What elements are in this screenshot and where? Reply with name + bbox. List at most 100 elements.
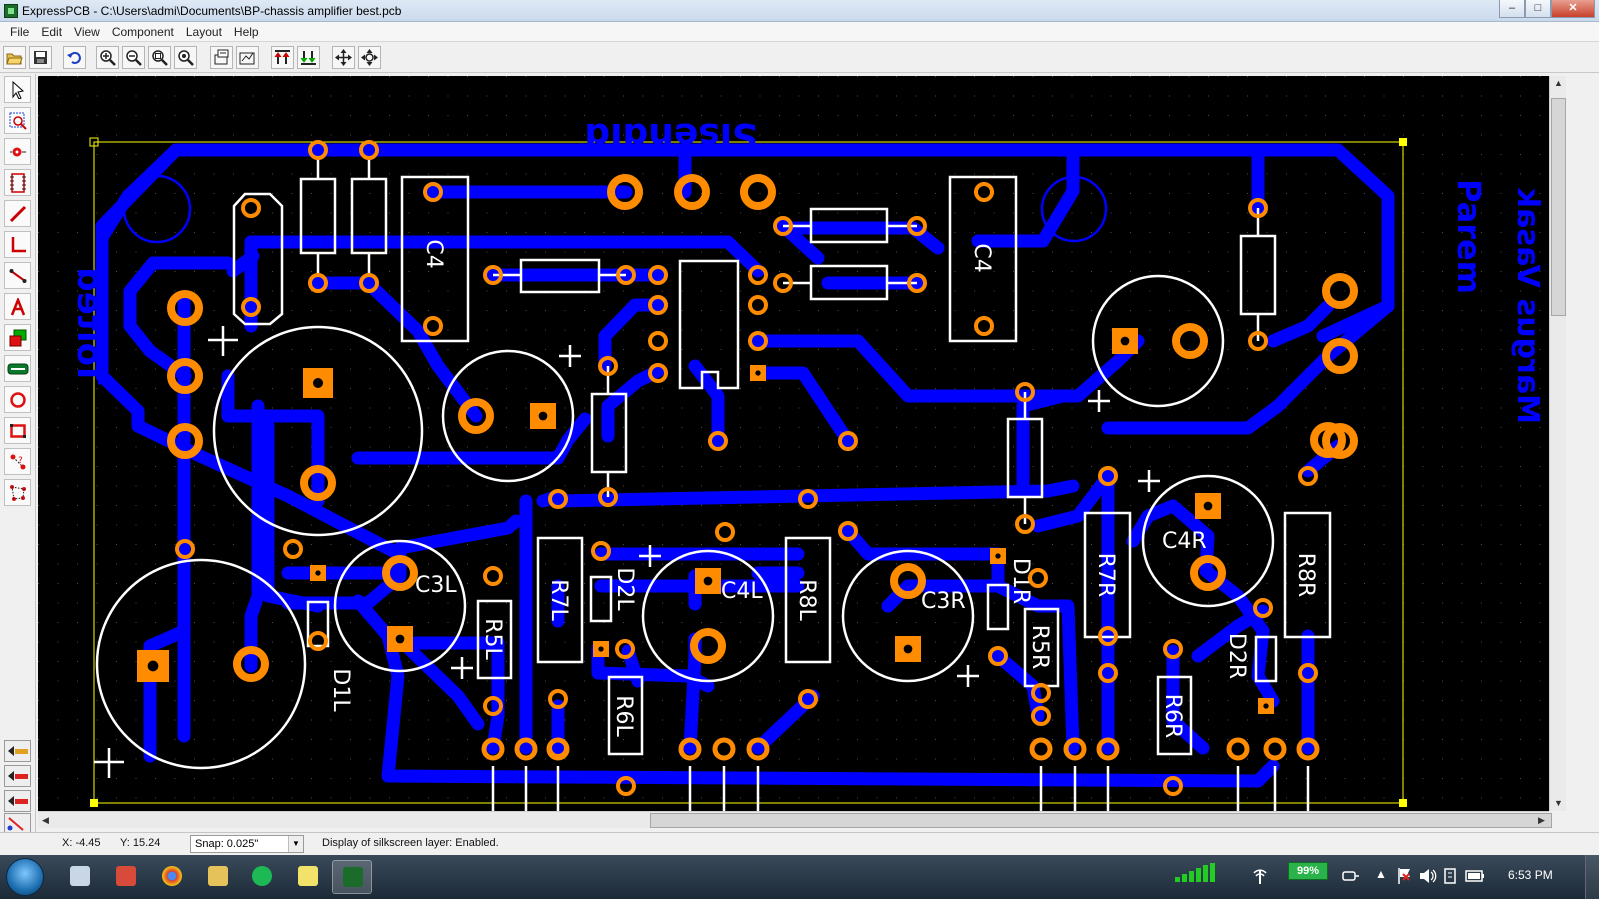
trace-tool[interactable] (4, 200, 31, 227)
pcb-board-drawing[interactable]: Sisendid Toited Parem Margus Vasak (38, 76, 1549, 811)
svg-text:?: ? (18, 456, 23, 466)
windows-taskbar: 99% ▲ 6:53 PM (0, 855, 1599, 899)
speaker-icon[interactable] (1418, 866, 1438, 886)
layer-bottom-copper-button[interactable] (4, 765, 31, 787)
rectangle-tool[interactable] (4, 417, 31, 444)
pad (988, 646, 1008, 666)
vertical-scrollbar[interactable]: ▲ ▼ (1549, 76, 1566, 811)
taskbar-app[interactable] (106, 860, 146, 894)
menu-file[interactable]: File (10, 24, 30, 39)
signal-strength-icon (1175, 863, 1215, 882)
start-button[interactable] (6, 858, 44, 896)
mirrored-label-sisendid: Sisendid (584, 115, 758, 156)
pad (359, 140, 379, 160)
pad (748, 331, 768, 351)
rectangle-fill-tool[interactable] (4, 355, 31, 382)
pad (1163, 776, 1183, 796)
taskbar-app[interactable] (288, 860, 328, 894)
chevron-down-icon[interactable]: ▼ (288, 836, 303, 852)
scroll-right-icon[interactable]: ▶ (1538, 815, 1545, 825)
minimize-button[interactable]: – (1499, 0, 1525, 18)
taskbar-app[interactable] (242, 860, 282, 894)
power-plug-icon[interactable] (1340, 866, 1360, 886)
label-c4r: C4R (1162, 529, 1207, 554)
zoom-out-button[interactable] (122, 46, 145, 69)
show-desktop-button[interactable] (1585, 855, 1599, 899)
capacitor-outline (333, 539, 467, 673)
menu-edit[interactable]: Edit (41, 24, 63, 39)
menu-layout[interactable]: Layout (185, 24, 222, 39)
save-icon (34, 51, 47, 64)
zoom-area-button[interactable] (148, 46, 171, 69)
taskbar-app-active[interactable] (332, 860, 372, 894)
maximize-button[interactable]: □ (1525, 0, 1551, 18)
menu-help[interactable]: Help (233, 24, 259, 39)
pcb-canvas[interactable]: Sisendid Toited Parem Margus Vasak (38, 76, 1549, 811)
device-icon[interactable] (1441, 866, 1461, 886)
pad-hole (598, 646, 604, 652)
save-button[interactable] (29, 46, 52, 69)
filled-area-tool[interactable] (4, 324, 31, 351)
connector-pad (481, 737, 505, 761)
horizontal-scrollbar[interactable]: ◀ ▶ (38, 811, 1552, 828)
scroll-up-icon[interactable]: ▲ (1554, 78, 1563, 88)
flag-icon[interactable] (1395, 866, 1415, 886)
zoom-select-tool[interactable] (4, 107, 31, 134)
pad-properties-button[interactable] (236, 46, 259, 69)
pad (241, 297, 261, 317)
move-button[interactable] (332, 46, 355, 69)
diode-outline (986, 583, 1010, 631)
chrome-icon (162, 866, 182, 886)
vertical-scroll-thumb[interactable] (1551, 98, 1566, 316)
angle-trace-tool[interactable] (4, 231, 31, 258)
board-corner-handle (89, 137, 99, 147)
line-tool[interactable] (4, 262, 31, 289)
circle-tool[interactable] (4, 386, 31, 413)
pad (1253, 598, 1273, 618)
scroll-down-icon[interactable]: ▼ (1554, 798, 1563, 808)
zoom-fit-button[interactable] (174, 46, 197, 69)
snap-dropdown[interactable]: Snap: 0.025" ▼ (190, 835, 304, 853)
pad-large (167, 358, 203, 394)
pad (1098, 466, 1118, 486)
menu-view[interactable]: View (74, 24, 100, 39)
battery-indicator[interactable]: 99% (1288, 862, 1328, 880)
layer-top-copper-button[interactable] (4, 740, 31, 762)
taskbar-app[interactable] (60, 860, 100, 894)
mirrored-bottom-text: Sisendid Toited Parem Margus Vasak (69, 115, 1545, 424)
taskbar-app[interactable] (198, 860, 238, 894)
horizontal-scroll-thumb[interactable] (650, 813, 1552, 828)
component-tool[interactable] (4, 169, 31, 196)
component-tool-icon (9, 172, 26, 193)
menu-component[interactable]: Component (111, 24, 174, 39)
cursor-y-readout: Y: 15.24 (120, 837, 161, 849)
open-button[interactable] (3, 46, 26, 69)
battery-tray-icon[interactable] (1464, 866, 1486, 886)
connector-pad (1063, 737, 1087, 761)
scroll-left-icon[interactable]: ◀ (42, 815, 49, 825)
rotate-button[interactable] (358, 46, 381, 69)
board-corner-handle (90, 799, 98, 807)
taskbar-app[interactable] (152, 860, 192, 894)
ratsnest-tool[interactable]: ? (4, 448, 31, 475)
pad-tool[interactable] (4, 138, 31, 165)
chevron-up-icon[interactable]: ▲ (1375, 867, 1387, 881)
pad (838, 521, 858, 541)
place-bottom-button[interactable] (297, 46, 320, 69)
pad (1248, 198, 1268, 218)
close-button[interactable]: ✕ (1551, 0, 1595, 18)
layer-silkscreen-button[interactable] (4, 790, 31, 812)
layer-toggle-button[interactable] (4, 813, 31, 835)
network-icon[interactable] (1250, 867, 1270, 887)
place-top-button[interactable] (271, 46, 294, 69)
select-tool[interactable] (4, 76, 31, 103)
pad (1015, 382, 1035, 402)
component-properties-button[interactable] (210, 46, 233, 69)
text-tool[interactable] (4, 293, 31, 320)
pad (838, 431, 858, 451)
undo-button[interactable] (63, 46, 86, 69)
netlist-tool[interactable] (4, 479, 31, 506)
board-outline (93, 141, 1404, 804)
pad-large (300, 465, 336, 501)
zoom-in-button[interactable] (96, 46, 119, 69)
